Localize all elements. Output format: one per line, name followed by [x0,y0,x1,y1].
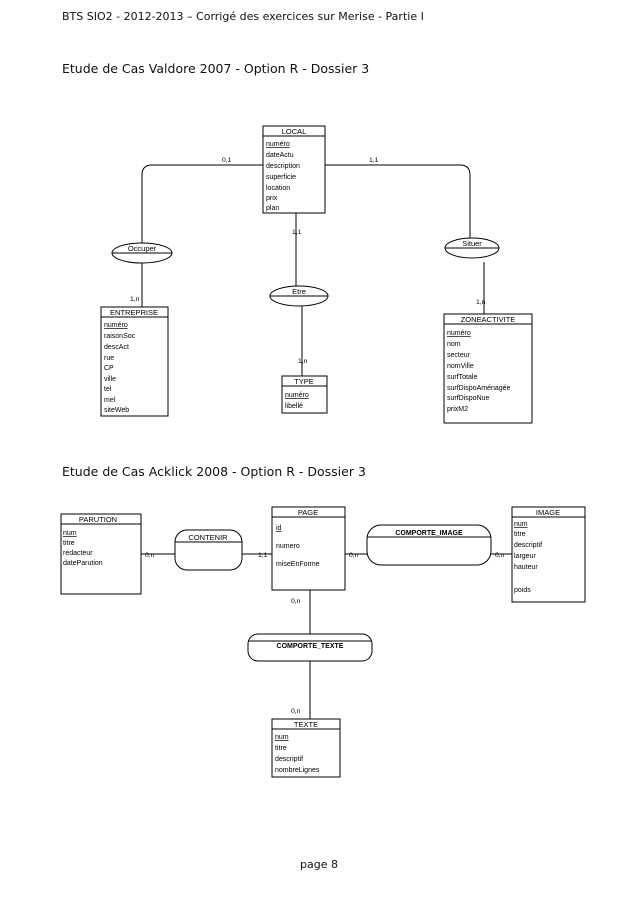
relation-comporte-texte [247,633,373,662]
cardinality-type-etre: 1,n [298,358,308,365]
entity-entreprise [100,306,169,417]
page-number: page 8 [300,858,338,871]
relation-situer-label: Situer [462,239,482,248]
entity-parution [60,513,142,595]
cardinality-page-comporte-texte: 0,n [291,598,301,605]
entity-zoneactivite-attr: surfDispoNue [447,395,490,402]
entity-image-title: IMAGE [536,508,560,517]
entity-zoneactivite-attr: prixM2 [447,406,468,413]
relation-occuper-label: Occuper [128,244,157,253]
section-title-valdore: Etude de Cas Valdore 2007 - Option R - D… [62,61,370,76]
entity-texte-title: TEXTE [294,720,318,729]
entity-parution-attr: titre [63,540,75,547]
page-header: BTS SIO2 - 2012-2013 – Corrigé des exerc… [62,10,424,23]
entity-texte-attr: nombreLignes [275,767,320,774]
entity-entreprise-attr: descAct [104,344,129,351]
entity-image-attr: poids [514,587,531,594]
entity-local-attr: dateActu [266,152,294,159]
entity-zoneactivite-attr: surfDispoAménagée [447,385,511,392]
entity-type [281,375,328,414]
relation-etre-label: Etre [292,287,306,296]
entity-zoneactivite-title: ZONEACTIVITE [461,315,516,324]
entity-page-title: PAGE [298,508,318,517]
entity-local [262,125,326,214]
entity-zoneactivite [443,313,533,424]
entity-texte [271,718,341,778]
entity-image-id: num [514,521,528,528]
entity-image [511,506,586,603]
entity-image-attr: largeur [514,553,536,560]
entity-image-attr: descriptif [514,542,542,549]
relation-contenir-label: CONTENIR [188,533,228,542]
entity-entreprise-attr: raisonSoc [104,333,136,340]
entity-local-attr: description [266,163,300,170]
entity-local-attr: superficie [266,174,296,181]
section-title-acklick: Etude de Cas Acklick 2008 - Option R - D… [62,464,366,479]
entity-entreprise-title: ENTREPRISE [110,308,158,317]
entity-parution-id: num [63,530,77,537]
cardinality-local-etre: 1,1 [292,229,302,236]
entity-page [271,506,346,591]
entity-zoneactivite-attr: nomVille [447,363,474,370]
entity-local-attr: prix [266,195,278,202]
entity-zoneactivite-id: numéro [447,330,471,337]
entity-zoneactivite-attr: secteur [447,352,471,359]
relation-etre [269,285,329,307]
entity-type-id: numéro [285,392,309,399]
cardinality-local-situer: 1,1 [369,157,379,164]
entity-image-attr: hauteur [514,564,538,571]
cardinality-entreprise-occuper: 1,n [130,296,140,303]
entity-entreprise-attr: siteWeb [104,407,129,414]
entity-page-attr: numero [276,543,300,550]
cardinality-page-contenir: 1,1 [258,552,268,559]
cardinality-zone-situer: 1,n [476,299,486,306]
entity-type-title: TYPE [294,377,314,386]
relation-situer [444,237,500,259]
entity-texte-attr: titre [275,745,287,752]
entity-type-attr: libellé [285,403,303,410]
entity-entreprise-attr: rue [104,355,114,362]
entity-texte-id: num [275,734,289,741]
entity-entreprise-attr: mel [104,397,116,404]
cardinality-parution-contenir: 0,n [145,552,155,559]
entity-texte-attr: descriptif [275,756,303,763]
cardinality-local-occuper: 0,1 [222,157,232,164]
relation-comporte-image [366,524,492,566]
entity-page-id: id [276,525,282,532]
link-local-occuper [141,164,263,244]
entity-local-title: LOCAL [282,127,307,136]
entity-local-id: numéro [266,141,290,148]
link-local-situer [325,164,471,244]
cardinality-texte-comporte-texte: 0,n [291,708,301,715]
entity-zoneactivite-attr: nom [447,341,461,348]
entity-entreprise-id: numéro [104,322,128,329]
relation-comporte-texte-label: COMPORTE_TEXTE [277,643,344,650]
entity-image-attr: titre [514,531,526,538]
entity-parution-attr: dateParution [63,560,103,567]
entity-parution-title: PARUTION [79,515,117,524]
relation-contenir [174,529,243,571]
entity-local-attr: location [266,185,290,192]
entity-local-attr: plan [266,205,279,212]
entity-entreprise-attr: tel [104,386,112,393]
cardinality-image-comporte-image: 0,n [495,552,505,559]
entity-entreprise-attr: ville [104,376,116,383]
entity-parution-attr: redacteur [63,550,93,557]
cardinality-page-comporte-image: 0,n [349,552,359,559]
entity-entreprise-attr: CP [104,365,114,372]
entity-zoneactivite-attr: surfTotale [447,374,477,381]
relation-occuper [111,242,173,264]
relation-comporte-image-label: COMPORTE_IMAGE [395,530,463,537]
entity-page-attr: miseEnForme [276,561,320,568]
